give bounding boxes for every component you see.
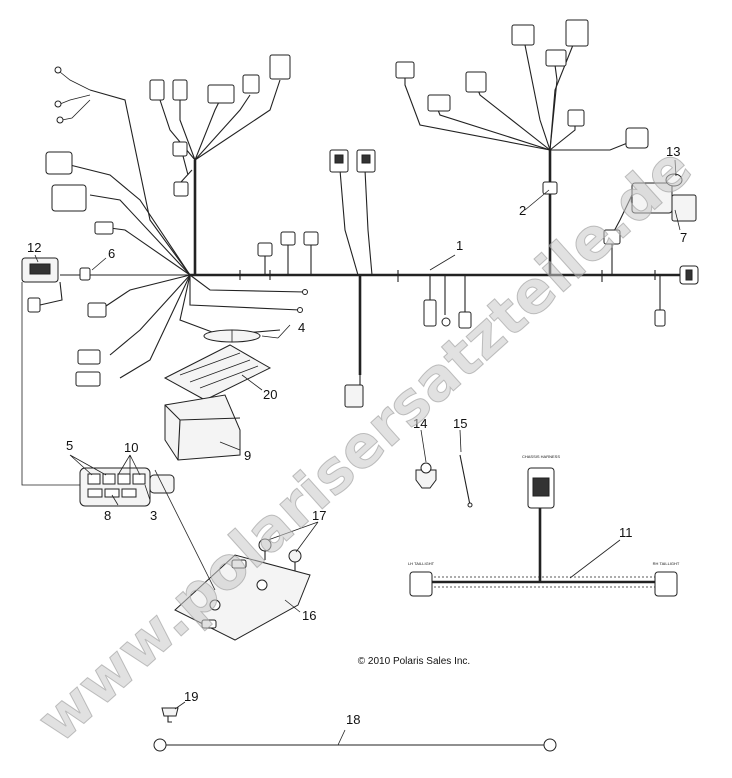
decal-and-battery: [163, 344, 272, 461]
mount-plate: [174, 538, 311, 641]
fuse-box: [79, 467, 175, 507]
callout-9: 9: [244, 448, 251, 463]
callout-12: 12: [27, 240, 41, 255]
callout-6: 6: [108, 246, 115, 261]
callout-18: 18: [346, 712, 360, 727]
callout-15: 15: [453, 416, 467, 431]
rh-taillight-label: RH TAILLIGHT: [653, 561, 680, 566]
leader-lines: [34, 159, 681, 746]
ground-cable: [153, 707, 557, 752]
taillight-harness: CHASSIS HARNESS LH TAILLIGHT RH TAILLIGH…: [408, 454, 680, 597]
callout-7: 7: [680, 230, 687, 245]
right-upper-branch: [395, 19, 697, 275]
callout-19: 19: [184, 689, 198, 704]
callout-1: 1: [456, 238, 463, 253]
callout-4: 4: [298, 320, 305, 335]
callout-17: 17: [312, 508, 326, 523]
lh-taillight-label: LH TAILLIGHT: [408, 561, 435, 566]
upper-left-branch: [45, 54, 291, 276]
callout-16: 16: [302, 608, 316, 623]
main-harness: [190, 149, 699, 408]
copyright-notice: © 2010 Polaris Sales Inc.: [358, 656, 470, 667]
small-parts: [415, 454, 473, 508]
callout-14: 14: [413, 416, 427, 431]
callouts: 1 2 3 4 5 6 7 8 9 10 11 12 13 14 15 16 1…: [27, 144, 687, 727]
callout-8: 8: [104, 508, 111, 523]
callout-13: 13: [666, 144, 680, 159]
callout-20: 20: [263, 387, 277, 402]
callout-5: 5: [66, 438, 73, 453]
callout-3: 3: [150, 508, 157, 523]
callout-10: 10: [124, 440, 138, 455]
callout-11: 11: [619, 525, 633, 540]
lower-left-branch: [21, 257, 308, 486]
callout-2: 2: [519, 203, 526, 218]
chassis-harness-label: CHASSIS HARNESS: [522, 454, 560, 459]
